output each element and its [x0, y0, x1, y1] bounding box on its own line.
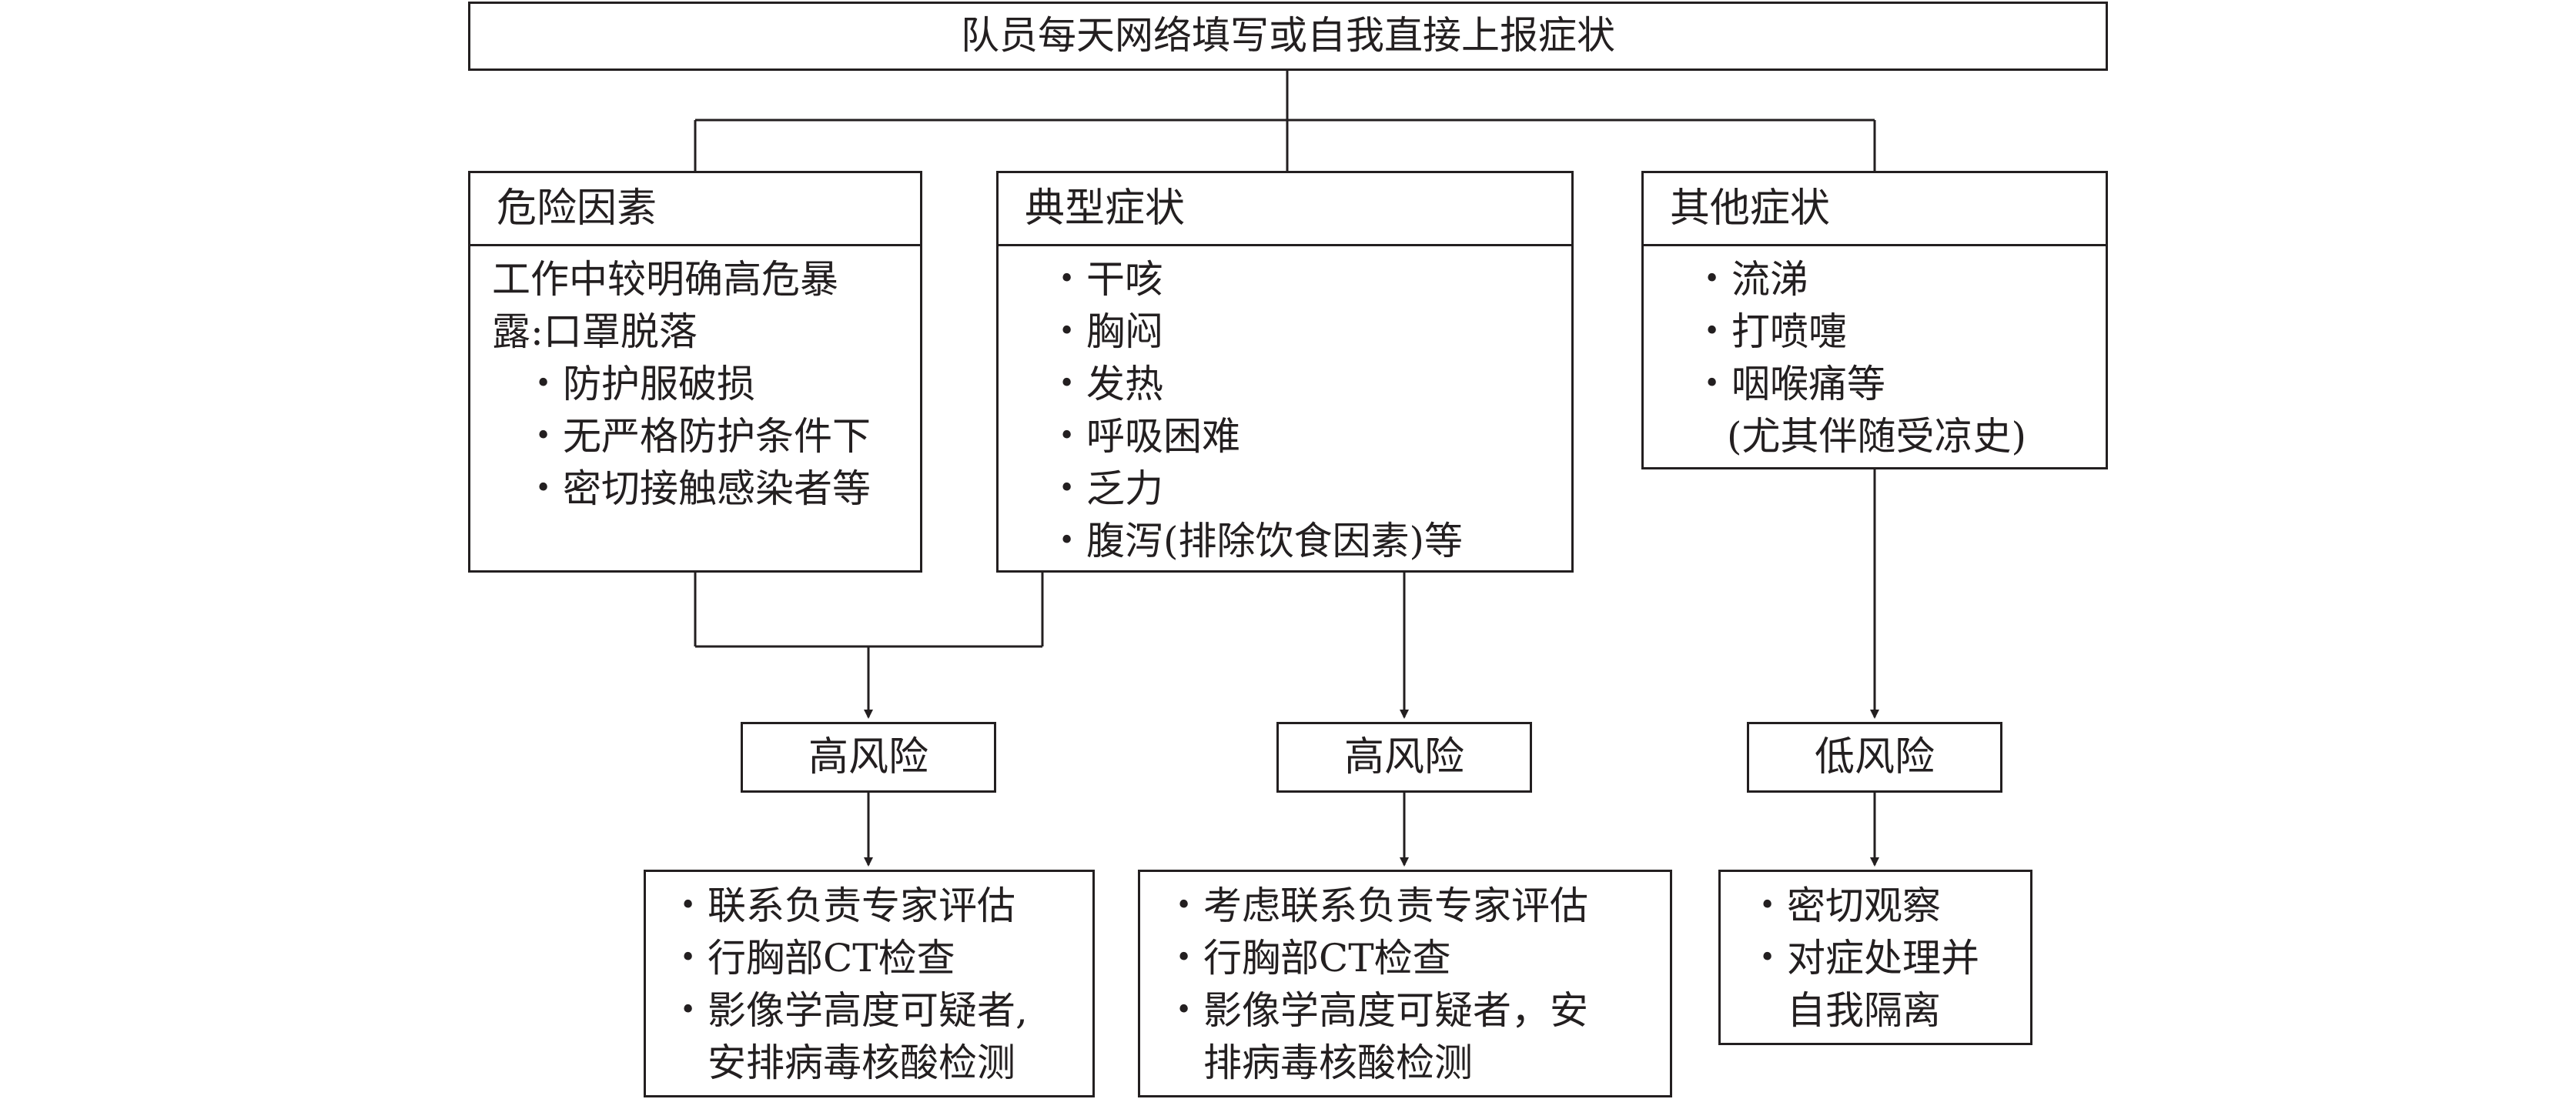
other-symptoms-list: 流涕 打喷嚏 咽喉痛等 [1704, 253, 1885, 410]
risk-level-label: 低风险 [1814, 734, 1935, 780]
list-item: 行胸部CT检查 [1176, 932, 1588, 984]
list-item: 发热 [1059, 358, 1463, 410]
list-item: 防护服破损 [535, 358, 871, 410]
actions-right-box: 密切观察 对症处理并 自我隔离 [1718, 870, 2032, 1045]
other-symptoms-note: (尤其伴随受凉史) [1727, 414, 2027, 459]
actions-left-box: 联系负责专家评估 行胸部CT检查 影像学高度可疑者, 安排病毒核酸检测 [644, 870, 1095, 1097]
actions-right-list: 密切观察 对症处理并 自我隔离 [1759, 880, 1979, 1037]
list-item: 密切接触感染者等 [535, 463, 871, 515]
list-item: 流涕 [1704, 253, 1885, 306]
risk-factors-intro-line1: 工作中较明确高危暴 [492, 257, 838, 302]
actions-middle-list: 考虑联系负责专家评估 行胸部CT检查 影像学高度可疑者，安 排病毒核酸检测 [1176, 880, 1588, 1089]
risk-level-label: 高风险 [1343, 734, 1464, 780]
risk-level-label: 高风险 [808, 734, 928, 780]
list-item-continuation: 安排病毒核酸检测 [708, 1041, 1015, 1085]
list-item: 打喷嚏 [1704, 306, 1885, 358]
risk-level-low-right: 低风险 [1747, 722, 2002, 793]
top-report-box: 队员每天网络填写或自我直接上报症状 [468, 2, 2108, 71]
typical-symptoms-title: 典型症状 [1025, 185, 1186, 232]
risk-level-high-left: 高风险 [741, 722, 996, 793]
risk-factors-title: 危险因素 [497, 185, 657, 232]
list-item: 腹泻(排除饮食因素)等 [1059, 515, 1463, 567]
actions-middle-box: 考虑联系负责专家评估 行胸部CT检查 影像学高度可疑者，安 排病毒核酸检测 [1138, 870, 1672, 1097]
top-report-title: 队员每天网络填写或自我直接上报症状 [961, 13, 1615, 58]
list-item: 无严格防护条件下 [535, 410, 871, 463]
risk-factors-list: 防护服破损 无严格防护条件下 密切接触感染者等 [535, 358, 871, 515]
list-item: 胸闷 [1059, 306, 1463, 358]
risk-factors-intro-line2: 露:口罩脱落 [492, 309, 698, 354]
risk-factors-box: 危险因素 工作中较明确高危暴 露:口罩脱落 防护服破损 无严格防护条件下 密切接… [468, 171, 922, 573]
list-item: 联系负责专家评估 [680, 880, 1028, 932]
list-item: 干咳 [1059, 253, 1463, 306]
typical-symptoms-header: 典型症状 [999, 173, 1571, 246]
risk-level-high-middle: 高风险 [1276, 722, 1532, 793]
list-item: 考虑联系负责专家评估 [1176, 880, 1588, 932]
list-item: 呼吸困难 [1059, 410, 1463, 463]
list-item-continuation: 自我隔离 [1787, 988, 1941, 1033]
list-item: 乏力 [1059, 463, 1463, 515]
typical-symptoms-list: 干咳 胸闷 发热 呼吸困难 乏力 腹泻(排除饮食因素)等 [1059, 253, 1463, 567]
other-symptoms-box: 其他症状 流涕 打喷嚏 咽喉痛等 (尤其伴随受凉史) [1641, 171, 2108, 469]
other-symptoms-header: 其他症状 [1644, 173, 2106, 246]
list-item: 影像学高度可疑者，安 [1176, 984, 1588, 1037]
list-item: 影像学高度可疑者, [680, 984, 1028, 1037]
risk-factors-header: 危险因素 [470, 173, 920, 246]
list-item: 对症处理并 [1759, 932, 1979, 984]
list-item: 密切观察 [1759, 880, 1979, 932]
typical-symptoms-box: 典型症状 干咳 胸闷 发热 呼吸困难 乏力 腹泻(排除饮食因素)等 [996, 171, 1574, 573]
list-item: 行胸部CT检查 [680, 932, 1028, 984]
actions-left-list: 联系负责专家评估 行胸部CT检查 影像学高度可疑者, 安排病毒核酸检测 [680, 880, 1028, 1089]
list-item-continuation: 排病毒核酸检测 [1203, 1041, 1473, 1085]
other-symptoms-title: 其他症状 [1670, 185, 1831, 232]
list-item: 咽喉痛等 [1704, 358, 1885, 410]
